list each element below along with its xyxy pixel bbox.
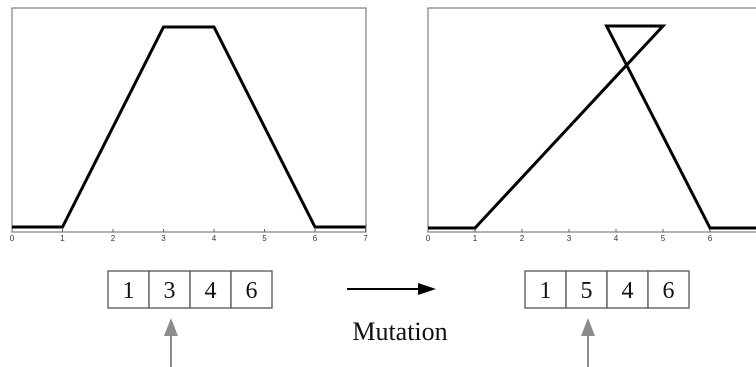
gene-value: 4	[205, 278, 217, 304]
plot-after-mutation: 0 1 2 3 4 5 6	[426, 7, 756, 243]
x-axis-ticks: 0 1 2 3 4 5 6 7	[10, 229, 368, 243]
x-tick-label: 4	[614, 234, 619, 243]
x-tick-label: 4	[212, 234, 217, 243]
gene-value: 4	[622, 278, 634, 304]
gene-cell	[189, 270, 232, 309]
x-tick-label: 5	[262, 234, 267, 243]
plot-before-mutation: 0 1 2 3 4 5 6 7	[10, 7, 368, 243]
mutation-arrow	[347, 283, 436, 295]
x-axis-ticks: 0 1 2 3 4 5 6	[426, 229, 713, 243]
gene-cell	[230, 270, 273, 309]
x-tick-label: 5	[661, 234, 666, 243]
gene-value: 3	[164, 278, 176, 304]
membership-function-line	[12, 25, 366, 229]
x-tick-label: 7	[363, 234, 368, 243]
gene-pointer-arrow-after	[581, 318, 595, 367]
membership-function-line	[428, 24, 756, 230]
gene-cell	[647, 270, 690, 309]
gene-pointer-arrow-before	[164, 318, 178, 367]
gene-value: 5	[581, 278, 593, 304]
mutation-label: Mutation	[352, 317, 447, 346]
chromosome-before: 1 3 4 6	[107, 270, 273, 309]
plot-frame	[427, 7, 756, 233]
gene-cell	[565, 270, 608, 309]
x-tick-label: 6	[708, 234, 713, 243]
plot-frame	[11, 7, 367, 233]
gene-value: 6	[246, 278, 258, 304]
gene-value: 1	[540, 278, 552, 304]
gene-cell	[524, 270, 567, 309]
x-tick-label: 0	[10, 234, 15, 243]
gene-cell	[107, 270, 150, 309]
x-tick-label: 6	[313, 234, 318, 243]
gene-cell	[606, 270, 649, 309]
x-tick-label: 3	[161, 234, 166, 243]
x-tick-label: 0	[426, 234, 431, 243]
x-tick-label: 2	[520, 234, 525, 243]
x-tick-label: 1	[473, 234, 478, 243]
gene-value: 1	[123, 278, 135, 304]
x-tick-label: 1	[60, 234, 65, 243]
x-tick-label: 3	[567, 234, 572, 243]
x-tick-label: 2	[111, 234, 116, 243]
gene-value: 6	[663, 278, 675, 304]
